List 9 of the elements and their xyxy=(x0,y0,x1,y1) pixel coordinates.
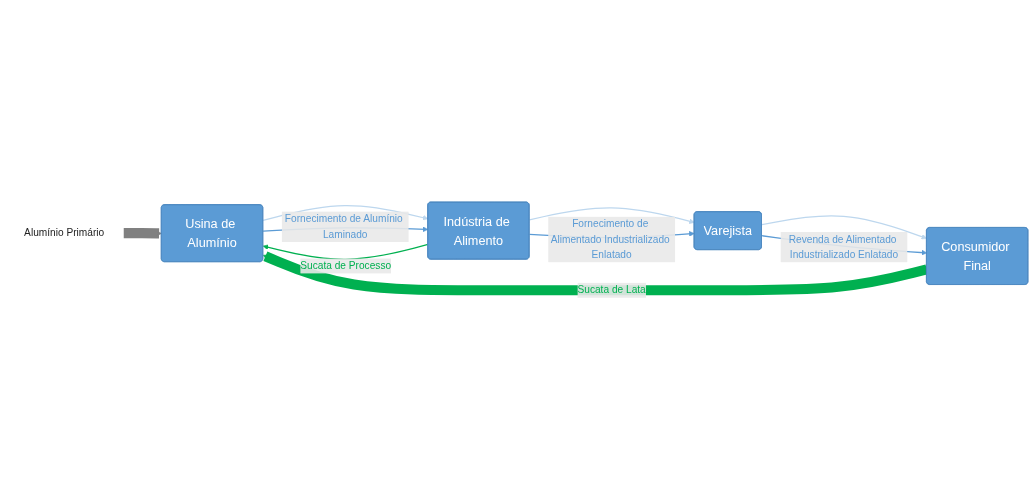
edge-label: Fornecimento de Alimentado Industrializado Enlatado xyxy=(550,218,670,260)
arrow xyxy=(528,207,695,224)
arrow xyxy=(761,215,927,240)
node-text: Alumínio Primário xyxy=(24,227,105,239)
edge-label: Sucata de Lata xyxy=(577,284,646,296)
edge-label: Sucata de Processo xyxy=(300,260,392,272)
arrow xyxy=(262,251,928,296)
edge-label: Revenda de Alimentado Industrializado Enlatado xyxy=(788,233,899,260)
edge-label: Fornecimento de Alumínio Laminado xyxy=(284,213,403,240)
